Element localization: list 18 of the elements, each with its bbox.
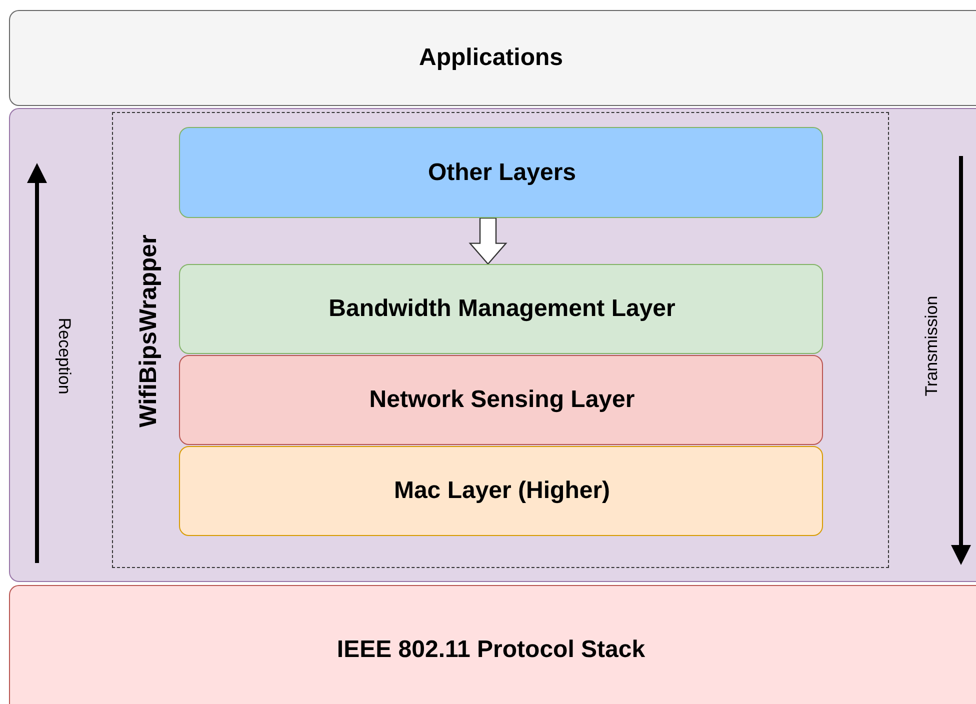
layer-box <box>179 355 823 445</box>
wrapper-title: WifiBipsWrapper <box>135 234 163 428</box>
layer-box <box>9 585 976 704</box>
direction-label: Transmission <box>922 296 942 396</box>
layer-box <box>9 10 976 106</box>
layer-box <box>179 264 823 354</box>
layer-title: Other Layers <box>428 158 576 186</box>
layer-title: Applications <box>419 44 563 72</box>
layer-title: Bandwidth Management Layer <box>328 295 676 323</box>
wrapper-box <box>112 112 889 568</box>
layer-title: Mac Layer (Higher) <box>394 477 610 505</box>
layer-box <box>179 127 823 218</box>
direction-label: Reception <box>54 318 74 394</box>
layer-band <box>9 108 976 582</box>
layer-box <box>179 446 823 536</box>
layer-title: Network Sensing Layer <box>369 386 635 414</box>
block-arrow <box>468 217 508 265</box>
layer-title: IEEE 802.11 Protocol Stack <box>336 636 646 664</box>
